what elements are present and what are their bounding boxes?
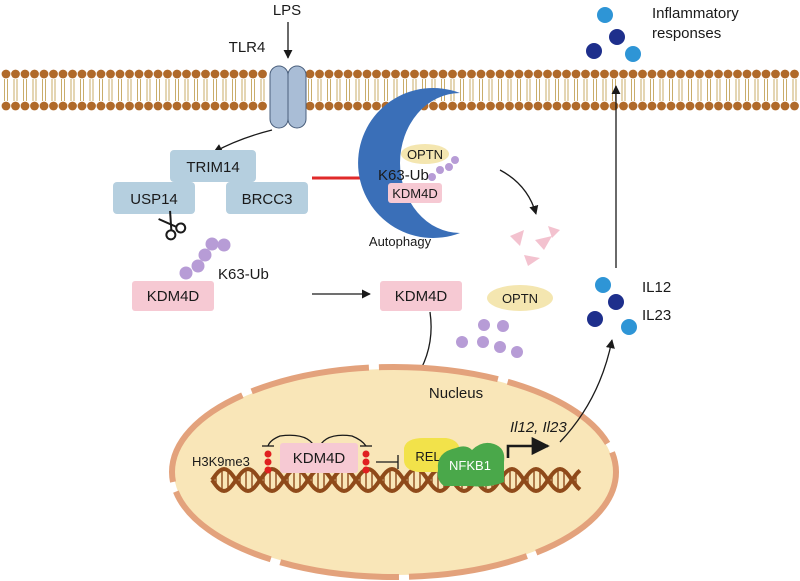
kdm4d-left-label: KDM4D xyxy=(147,288,200,305)
kdm4d-nucleus-label: KDM4D xyxy=(293,450,346,467)
autophagy-label: Autophagy xyxy=(369,234,432,249)
transcription-start-arrow xyxy=(506,436,550,458)
optn-top-shape xyxy=(401,144,449,164)
tlr4-receptor xyxy=(269,65,307,129)
trim14-box xyxy=(170,150,256,182)
cell-membrane xyxy=(1,69,799,111)
ubiquitin-chain-left xyxy=(179,237,231,280)
optn-free-shape xyxy=(487,285,553,311)
kdm4d-center-label: KDM4D xyxy=(395,288,448,305)
brcc3-label: BRCC3 xyxy=(242,191,293,208)
kdm4d-center-box xyxy=(380,281,462,311)
k63ub-top-label: K63-Ub xyxy=(378,167,429,184)
degradation-fragments xyxy=(510,226,560,266)
nfkb1-shape xyxy=(437,442,505,487)
k63ub-left-label: K63-Ub xyxy=(218,266,269,283)
trim14-label: TRIM14 xyxy=(186,159,239,176)
secreted-cytokines xyxy=(586,7,641,62)
demethylation-arcs xyxy=(262,434,372,451)
methyl-mark-right xyxy=(362,450,370,474)
rel-label: REL xyxy=(415,449,440,464)
kdm4d-top-label: KDM4D xyxy=(392,186,438,201)
scissors-icon xyxy=(158,210,187,241)
il23-label: IL23 xyxy=(642,307,671,324)
kdm4d-nucleus-box xyxy=(280,443,358,473)
inflammatory-label-line2: responses xyxy=(652,25,721,42)
cytokine-secretion-arrow xyxy=(559,339,615,443)
deubiquitinase-complex xyxy=(113,150,308,214)
degradation-arrow xyxy=(499,169,539,215)
autophagosome xyxy=(358,88,460,239)
kdm4d-left-box xyxy=(132,281,214,311)
nucleus-label: Nucleus xyxy=(429,385,483,402)
brcc3-box xyxy=(226,182,308,214)
free-ubiquitin-cluster xyxy=(456,319,523,358)
tlr4-to-complex-arrow xyxy=(213,129,273,153)
nucleus xyxy=(174,369,614,575)
kdm4d-inhibits-rel-symbol xyxy=(376,455,399,469)
il12-il23-cytokines xyxy=(587,277,637,335)
optn-top-label: OPTN xyxy=(407,147,443,162)
inflammatory-label-line1: Inflammatory xyxy=(652,5,739,22)
kdm4d-top-box xyxy=(388,183,442,203)
usp14-box xyxy=(113,182,195,214)
tlr4-label: TLR4 xyxy=(229,39,266,56)
lps-label: LPS xyxy=(273,2,301,19)
nuclear-envelope xyxy=(169,364,619,580)
il12-label: IL12 xyxy=(642,279,671,296)
methyl-mark-left xyxy=(264,450,272,474)
optn-free-label: OPTN xyxy=(502,291,538,306)
h3k9me3-label: H3K9me3 xyxy=(192,454,250,469)
dna-helix xyxy=(210,466,582,494)
target-genes-label: Il12, Il23 xyxy=(510,419,567,436)
usp14-label: USP14 xyxy=(130,191,178,208)
ubiquitin-chain-top xyxy=(428,156,459,181)
nfkb1-label: NFKB1 xyxy=(449,458,491,473)
